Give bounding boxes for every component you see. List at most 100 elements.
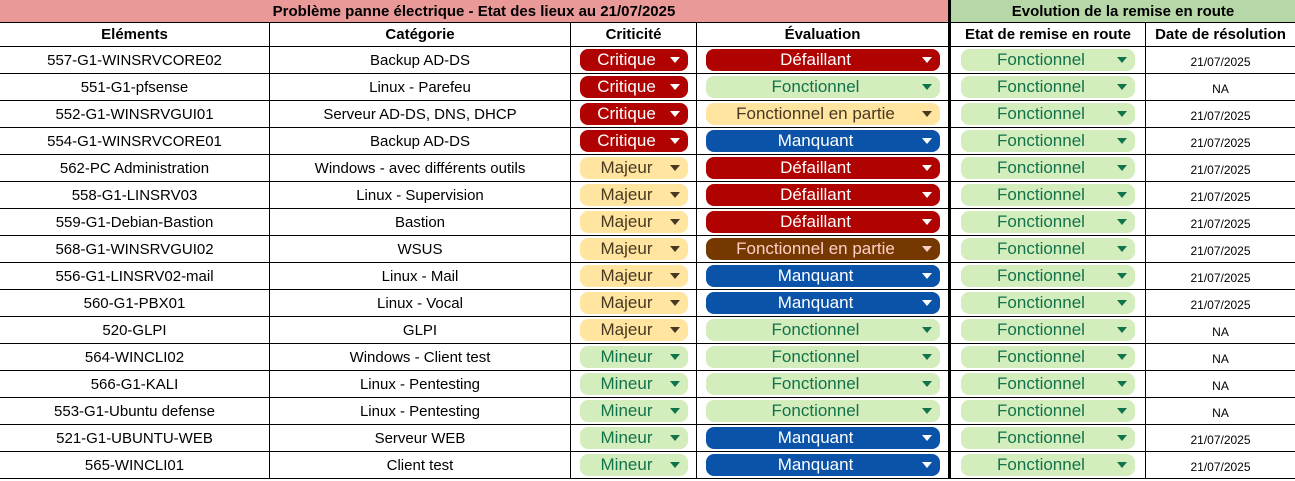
resolution-date-cell[interactable]: 21/07/2025 xyxy=(1146,290,1295,317)
chevron-down-icon[interactable] xyxy=(921,111,932,117)
recovery-status-dropdown[interactable]: Fonctionnel xyxy=(961,265,1135,287)
chevron-down-icon[interactable] xyxy=(921,219,932,225)
category-cell[interactable]: Linux - Pentesting xyxy=(270,398,571,425)
recovery-status-dropdown[interactable]: Fonctionnel xyxy=(961,319,1135,341)
element-cell[interactable]: 520-GLPI xyxy=(0,317,270,344)
chevron-down-icon[interactable] xyxy=(1117,84,1127,90)
chevron-down-icon[interactable] xyxy=(1117,435,1127,441)
criticity-dropdown[interactable]: Critique xyxy=(579,49,688,71)
resolution-date-cell[interactable]: 21/07/2025 xyxy=(1146,425,1295,452)
header-elements[interactable]: Eléments xyxy=(0,23,270,47)
chevron-down-icon[interactable] xyxy=(921,57,932,63)
chevron-down-icon[interactable] xyxy=(669,273,680,279)
resolution-date-cell[interactable]: NA xyxy=(1146,371,1295,398)
chevron-down-icon[interactable] xyxy=(669,57,680,63)
chevron-down-icon[interactable] xyxy=(921,84,932,90)
chevron-down-icon[interactable] xyxy=(1117,192,1127,198)
chevron-down-icon[interactable] xyxy=(669,84,680,90)
element-cell[interactable]: 566-G1-KALI xyxy=(0,371,270,398)
element-cell[interactable]: 521-G1-UBUNTU-WEB xyxy=(0,425,270,452)
evaluation-dropdown[interactable]: Manquant xyxy=(705,454,940,476)
chevron-down-icon[interactable] xyxy=(1117,57,1127,63)
chevron-down-icon[interactable] xyxy=(669,327,680,333)
recovery-status-dropdown[interactable]: Fonctionnel xyxy=(961,130,1135,152)
criticity-dropdown[interactable]: Critique xyxy=(579,76,688,98)
criticity-dropdown[interactable]: Majeur xyxy=(579,292,688,314)
evaluation-dropdown[interactable]: Manquant xyxy=(705,130,940,152)
chevron-down-icon[interactable] xyxy=(669,192,680,198)
category-cell[interactable]: Linux - Supervision xyxy=(270,182,571,209)
evaluation-dropdown[interactable]: Fonctionnel xyxy=(705,400,940,422)
recovery-status-dropdown[interactable]: Fonctionnel xyxy=(961,427,1135,449)
element-cell[interactable]: 552-G1-WINSRVGUI01 xyxy=(0,101,270,128)
chevron-down-icon[interactable] xyxy=(669,408,680,414)
evaluation-dropdown[interactable]: Manquant xyxy=(705,292,940,314)
criticity-dropdown[interactable]: Mineur xyxy=(579,454,688,476)
resolution-date-cell[interactable]: 21/07/2025 xyxy=(1146,47,1295,74)
category-cell[interactable]: Serveur AD-DS, DNS, DHCP xyxy=(270,101,571,128)
chevron-down-icon[interactable] xyxy=(921,408,932,414)
criticity-dropdown[interactable]: Majeur xyxy=(579,265,688,287)
chevron-down-icon[interactable] xyxy=(1117,273,1127,279)
evaluation-dropdown[interactable]: Fonctionnel xyxy=(705,346,940,368)
evaluation-dropdown[interactable]: Défaillant xyxy=(705,49,940,71)
chevron-down-icon[interactable] xyxy=(1117,381,1127,387)
recovery-status-dropdown[interactable]: Fonctionnel xyxy=(961,49,1135,71)
evaluation-dropdown[interactable]: Fonctionnel xyxy=(705,319,940,341)
chevron-down-icon[interactable] xyxy=(669,165,680,171)
element-cell[interactable]: 560-G1-PBX01 xyxy=(0,290,270,317)
category-cell[interactable]: Linux - Pentesting xyxy=(270,371,571,398)
resolution-date-cell[interactable]: NA xyxy=(1146,74,1295,101)
resolution-date-cell[interactable]: 21/07/2025 xyxy=(1146,236,1295,263)
recovery-status-dropdown[interactable]: Fonctionnel xyxy=(961,292,1135,314)
chevron-down-icon[interactable] xyxy=(1117,246,1127,252)
chevron-down-icon[interactable] xyxy=(1117,462,1127,468)
chevron-down-icon[interactable] xyxy=(669,354,680,360)
criticity-dropdown[interactable]: Critique xyxy=(579,130,688,152)
recovery-status-dropdown[interactable]: Fonctionnel xyxy=(961,373,1135,395)
chevron-down-icon[interactable] xyxy=(921,381,932,387)
recovery-status-dropdown[interactable]: Fonctionnel xyxy=(961,400,1135,422)
resolution-date-cell[interactable]: NA xyxy=(1146,317,1295,344)
header-recovery-status[interactable]: Etat de remise en route xyxy=(951,23,1146,47)
chevron-down-icon[interactable] xyxy=(669,300,680,306)
chevron-down-icon[interactable] xyxy=(1117,138,1127,144)
category-cell[interactable]: Windows - avec différents outils xyxy=(270,155,571,182)
header-resolution-date[interactable]: Date de résolution xyxy=(1146,23,1295,47)
chevron-down-icon[interactable] xyxy=(921,300,932,306)
criticity-dropdown[interactable]: Critique xyxy=(579,103,688,125)
category-cell[interactable]: Windows - Client test xyxy=(270,344,571,371)
recovery-status-dropdown[interactable]: Fonctionnel xyxy=(961,184,1135,206)
element-cell[interactable]: 558-G1-LINSRV03 xyxy=(0,182,270,209)
resolution-date-cell[interactable]: 21/07/2025 xyxy=(1146,182,1295,209)
element-cell[interactable]: 556-G1-LINSRV02-mail xyxy=(0,263,270,290)
criticity-dropdown[interactable]: Majeur xyxy=(579,184,688,206)
chevron-down-icon[interactable] xyxy=(1117,408,1127,414)
evaluation-dropdown[interactable]: Défaillant xyxy=(705,211,940,233)
chevron-down-icon[interactable] xyxy=(921,327,932,333)
recovery-status-dropdown[interactable]: Fonctionnel xyxy=(961,346,1135,368)
chevron-down-icon[interactable] xyxy=(921,138,932,144)
category-cell[interactable]: WSUS xyxy=(270,236,571,263)
element-cell[interactable]: 559-G1-Debian-Bastion xyxy=(0,209,270,236)
resolution-date-cell[interactable]: NA xyxy=(1146,398,1295,425)
chevron-down-icon[interactable] xyxy=(669,246,680,252)
element-cell[interactable]: 565-WINCLI01 xyxy=(0,452,270,479)
element-cell[interactable]: 553-G1-Ubuntu defense xyxy=(0,398,270,425)
chevron-down-icon[interactable] xyxy=(1117,327,1127,333)
criticity-dropdown[interactable]: Majeur xyxy=(579,319,688,341)
chevron-down-icon[interactable] xyxy=(921,462,932,468)
resolution-date-cell[interactable]: NA xyxy=(1146,344,1295,371)
evaluation-dropdown[interactable]: Fonctionnel xyxy=(705,76,940,98)
category-cell[interactable]: Client test xyxy=(270,452,571,479)
resolution-date-cell[interactable]: 21/07/2025 xyxy=(1146,155,1295,182)
evaluation-dropdown[interactable]: Défaillant xyxy=(705,184,940,206)
recovery-banner[interactable]: Evolution de la remise en route xyxy=(951,0,1295,23)
element-cell[interactable]: 557-G1-WINSRVCORE02 xyxy=(0,47,270,74)
resolution-date-cell[interactable]: 21/07/2025 xyxy=(1146,101,1295,128)
resolution-date-cell[interactable]: 21/07/2025 xyxy=(1146,452,1295,479)
chevron-down-icon[interactable] xyxy=(921,273,932,279)
criticity-dropdown[interactable]: Majeur xyxy=(579,238,688,260)
chevron-down-icon[interactable] xyxy=(1117,300,1127,306)
header-category[interactable]: Catégorie xyxy=(270,23,571,47)
